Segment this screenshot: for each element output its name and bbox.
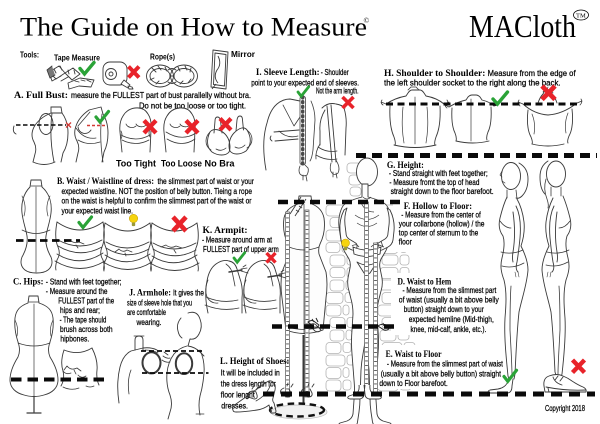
svg-text:measure the FULLEST part of bu: measure the FULLEST part of bust paralle…	[71, 90, 251, 100]
svg-text:down to Floor barefoot.: down to Floor barefoot.	[379, 378, 447, 388]
svg-text:brush across both: brush across both	[60, 324, 113, 334]
svg-text:Tools:: Tools:	[20, 50, 39, 60]
svg-text:(usually a bit above belly b: (usually a bit above belly button) strai…	[381, 368, 502, 378]
svg-text:- Stand straight with feet tog: - Stand straight with feet together;	[389, 168, 488, 178]
svg-text:knee, mid-calf, ankle, etc.).: knee, mid-calf, ankle, etc.).	[411, 324, 487, 334]
svg-text:- Measure from the slimmest pa: - Measure from the slimmest part of wais…	[387, 358, 504, 368]
svg-text:G. Height:: G. Height:	[387, 161, 424, 171]
svg-text:floor lenght: floor lenght	[221, 390, 256, 400]
svg-text:FULLEST part of the: FULLEST part of the	[58, 295, 114, 305]
svg-text:B. Waist / Waistline of dress:: B. Waist / Waistline of dress:	[57, 177, 154, 187]
svg-text:- Measure from the center of: - Measure from the center of	[401, 210, 481, 220]
svg-text:No Bra: No Bra	[205, 159, 236, 170]
svg-text:Copyright 2018: Copyright 2018	[545, 403, 585, 413]
svg-text:FULLEST part of upper arm: FULLEST part of upper arm	[203, 244, 279, 254]
svg-text:point to your expected end of: point to your expected end of sleeves.	[251, 78, 359, 88]
svg-text:of waist (usually a bit abov: of waist (usually a bit above belly	[399, 295, 500, 305]
svg-text:on the waist is helpful to con: on the waist is helpful to confirm the s…	[62, 196, 252, 206]
svg-text:dresses.: dresses.	[221, 401, 248, 411]
svg-text:TM: TM	[576, 13, 586, 20]
svg-text:©: ©	[364, 16, 370, 25]
svg-text:floor: floor	[399, 236, 412, 246]
svg-text:expected waistline. NOT the po: expected waistline. NOT the position of …	[62, 186, 253, 196]
svg-text:Not the arm length.: Not the arm length.	[316, 86, 359, 96]
svg-text:top center of sternum to the: top center of sternum to the	[399, 228, 479, 238]
svg-text:expected hemline (Mid-thigh,: expected hemline (Mid-thigh,	[409, 314, 494, 324]
svg-text:wearing.: wearing.	[136, 317, 162, 327]
svg-text:size of sleeve hole that you: size of sleeve hole that you	[127, 298, 192, 308]
svg-text:It gives the: It gives the	[173, 288, 204, 298]
svg-text:Too Loose: Too Loose	[161, 159, 202, 170]
svg-text:hips and rear;: hips and rear;	[60, 305, 100, 315]
svg-text:the left shoulder socket to th: the left shoulder socket to the right al…	[384, 78, 561, 88]
svg-text:Measure from the edge of: Measure from the edge of	[488, 68, 577, 78]
svg-text:- The tape should: - The tape should	[60, 314, 107, 324]
svg-text:are comfortable: are comfortable	[127, 307, 166, 317]
svg-text:- Measure fromt the top of hea: - Measure fromt the top of head	[389, 177, 479, 187]
svg-text:the slimmest part of waist or: the slimmest part of waist or your	[158, 176, 255, 186]
svg-text:- Shoulder: - Shoulder	[321, 67, 349, 77]
svg-text:the dress length for: the dress length for	[221, 379, 276, 389]
svg-text:K. Armpit:: K. Armpit:	[203, 226, 248, 236]
svg-text:Do not be too loose or too tig: Do not be too loose or too tight.	[139, 101, 246, 111]
svg-text:Rope(s): Rope(s)	[150, 52, 175, 62]
svg-text:H. Shoulder to Shoulder:: H. Shoulder to Shoulder:	[384, 69, 485, 79]
svg-text:Tape Measure: Tape Measure	[54, 53, 100, 63]
svg-text:It will be included in: It will be included in	[221, 367, 280, 377]
svg-text:hipbones.: hipbones.	[60, 333, 89, 343]
svg-text:straight down to the floor ba: straight down to the floor barefoot.	[391, 186, 494, 196]
svg-text:L. Height of Shoes:: L. Height of Shoes:	[220, 357, 289, 367]
svg-text:F. Hollow to Floor:: F. Hollow to Floor:	[404, 202, 472, 212]
svg-text:C. Hips:: C. Hips:	[13, 277, 44, 287]
svg-text:The Guide on How to Measure: The Guide on How to Measure	[20, 12, 367, 41]
svg-text:E. Waist to Floor: E. Waist to Floor	[386, 350, 443, 360]
svg-text:J. Armhole:: J. Armhole:	[129, 289, 171, 299]
svg-text:A. Full Bust:: A. Full Bust:	[14, 91, 68, 101]
svg-text:your collarbone (hollow) / the: your collarbone (hollow) / the	[399, 219, 485, 229]
svg-text:Mirror: Mirror	[231, 49, 256, 59]
svg-text:Too Tight: Too Tight	[116, 159, 157, 170]
svg-text:- Stand with feet together;: - Stand with feet together;	[46, 276, 122, 286]
svg-text:- Measure around the: - Measure around the	[46, 286, 108, 296]
svg-text:I. Sleeve Length:: I. Sleeve Length:	[256, 68, 320, 78]
svg-text:- Measure from the slimmest pa: - Measure from the slimmest part	[403, 285, 497, 295]
svg-text:D. Waist to Hem: D. Waist to Hem	[398, 278, 452, 288]
svg-text:MACloth: MACloth	[469, 9, 576, 44]
svg-text:button) straight down to your: button) straight down to your	[404, 304, 484, 314]
svg-text:- Measure around arm at: - Measure around arm at	[202, 234, 273, 244]
svg-text:your expected waist line.: your expected waist line.	[62, 205, 134, 215]
